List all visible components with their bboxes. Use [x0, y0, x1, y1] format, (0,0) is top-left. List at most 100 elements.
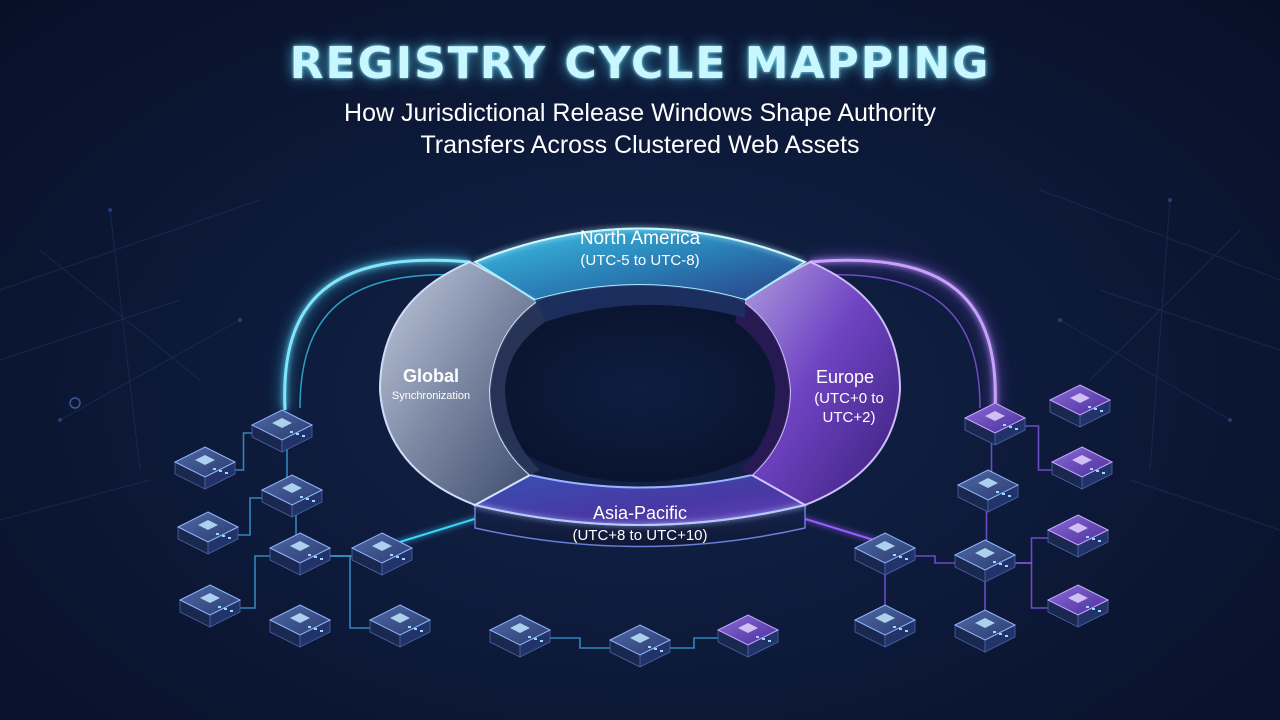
- status-led: [308, 626, 311, 628]
- server-node-icon: [488, 614, 552, 658]
- status-led: [320, 630, 323, 632]
- server-node-icon: [268, 604, 332, 648]
- status-led: [1005, 565, 1008, 567]
- status-led: [893, 626, 896, 628]
- status-led: [314, 556, 317, 558]
- status-led: [390, 554, 393, 556]
- status-led: [1009, 426, 1012, 428]
- status-led: [1088, 406, 1091, 408]
- purple-node-icon: [963, 402, 1027, 446]
- status-led: [414, 628, 417, 630]
- status-led: [1086, 606, 1089, 608]
- left-cyan-arc: [279, 255, 471, 411]
- status-led: [1098, 540, 1101, 542]
- server-node-icon: [173, 446, 237, 490]
- status-led: [654, 648, 657, 650]
- status-led: [308, 554, 311, 556]
- status-led: [296, 433, 299, 435]
- status-led: [222, 535, 225, 537]
- subtitle-line-2: Transfers Across Clustered Web Assets: [420, 131, 860, 159]
- status-led: [756, 636, 759, 638]
- server-node-icon: [853, 604, 917, 648]
- status-led: [993, 561, 996, 563]
- segment-europe: [735, 260, 902, 507]
- status-led: [314, 628, 317, 630]
- global-sublabel: Synchronization: [392, 390, 470, 402]
- server-node-icon: [853, 532, 917, 576]
- north-america-range: (UTC-5 to UTC-8): [580, 252, 699, 269]
- segment-asia-pacific: [472, 473, 808, 548]
- server-node-icon: [608, 624, 672, 668]
- status-led: [899, 628, 902, 630]
- status-led: [225, 472, 228, 474]
- status-led: [420, 630, 423, 632]
- status-led: [1002, 493, 1005, 495]
- purple-node-icon: [1046, 584, 1110, 628]
- server-node-icon: [350, 532, 414, 576]
- status-led: [660, 650, 663, 652]
- status-led: [1098, 610, 1101, 612]
- status-led: [905, 558, 908, 560]
- status-led: [905, 630, 908, 632]
- status-led: [893, 554, 896, 556]
- status-led: [1094, 408, 1097, 410]
- status-led: [402, 558, 405, 560]
- status-led: [302, 435, 305, 437]
- europe-range-line-2: UTC+2): [823, 409, 876, 426]
- status-led: [899, 556, 902, 558]
- server-node-icon: [268, 532, 332, 576]
- right-purple-arc: [809, 255, 1001, 411]
- page-subtitle: How Jurisdictional Release Windows Shape…: [0, 97, 1280, 161]
- status-led: [1003, 424, 1006, 426]
- server-node-icon: [953, 609, 1017, 653]
- status-led: [1092, 538, 1095, 540]
- segment-north-america: [472, 227, 808, 322]
- server-node-icon: [956, 469, 1020, 513]
- server-node-icon: [953, 539, 1017, 583]
- europe-range-line-1: (UTC+0 to: [814, 390, 884, 407]
- asia-pacific-range: (UTC+8 to UTC+10): [572, 527, 707, 544]
- status-led: [768, 640, 771, 642]
- status-led: [1086, 536, 1089, 538]
- status-led: [1102, 472, 1105, 474]
- status-led: [648, 646, 651, 648]
- global-label: Global: [403, 366, 459, 386]
- status-led: [230, 610, 233, 612]
- status-led: [996, 491, 999, 493]
- server-node-icon: [368, 604, 432, 648]
- ring-center: [480, 298, 800, 482]
- server-node-icon: [260, 474, 324, 518]
- status-led: [306, 498, 309, 500]
- status-led: [1096, 470, 1099, 472]
- purple-node-icon: [1050, 446, 1114, 490]
- status-led: [218, 606, 221, 608]
- status-led: [528, 636, 531, 638]
- status-led: [1008, 495, 1011, 497]
- north-america-label: North America: [580, 228, 701, 249]
- segment-global: [378, 260, 545, 507]
- status-led: [1005, 635, 1008, 637]
- status-led: [312, 500, 315, 502]
- subtitle-line-1: How Jurisdictional Release Windows Shape…: [344, 99, 936, 127]
- status-led: [1092, 608, 1095, 610]
- purple-node-icon: [716, 614, 780, 658]
- status-led: [534, 638, 537, 640]
- status-led: [228, 537, 231, 539]
- status-led: [540, 640, 543, 642]
- status-led: [290, 431, 293, 433]
- status-led: [216, 533, 219, 535]
- status-led: [408, 626, 411, 628]
- purple-node-icon: [1048, 384, 1112, 428]
- page-title: REGISTRY CYCLE MAPPING: [289, 38, 991, 89]
- server-node-icon: [176, 511, 240, 555]
- server-node-icon: [178, 584, 242, 628]
- server-node-icon: [250, 409, 314, 453]
- status-led: [396, 556, 399, 558]
- purple-node-icon: [1046, 514, 1110, 558]
- status-led: [999, 563, 1002, 565]
- cluster-nodes: [173, 384, 1114, 668]
- europe-label: Europe: [816, 367, 874, 387]
- status-led: [762, 638, 765, 640]
